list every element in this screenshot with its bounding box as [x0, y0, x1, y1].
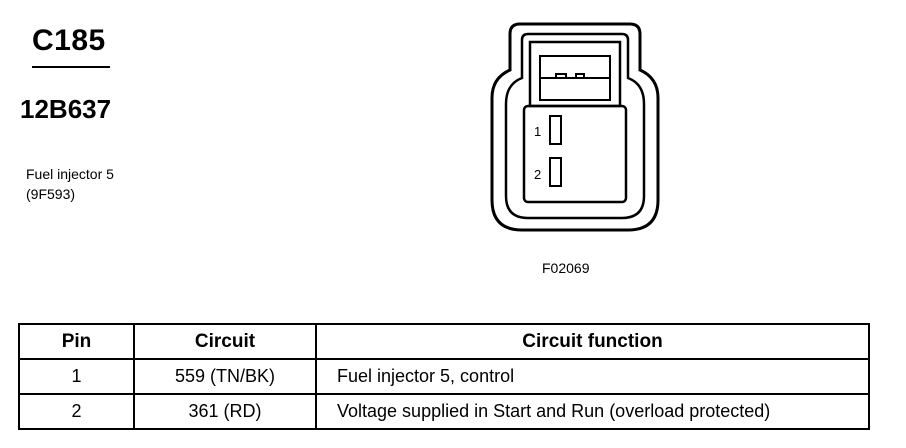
header-circuit: Circuit	[133, 323, 317, 360]
cell-function: Voltage supplied in Start and Run (overl…	[315, 393, 870, 430]
cell-pin: 1	[18, 358, 135, 395]
connector-id: C185	[32, 24, 106, 57]
connector-outer-shell	[490, 22, 660, 232]
table-header-row: Pin Circuit Circuit function	[18, 323, 870, 360]
table-row: 1 559 (TN/BK) Fuel injector 5, control	[18, 358, 870, 395]
connector-id-underline	[32, 66, 110, 68]
connector-face-diagram: 1 2	[490, 22, 660, 232]
component-name: Fuel injector 5	[26, 166, 114, 182]
latch-base	[539, 77, 611, 101]
header-circuit-function: Circuit function	[315, 323, 870, 360]
pin-cavity-2	[549, 157, 562, 187]
cell-circuit: 559 (TN/BK)	[133, 358, 317, 395]
latch-tab	[539, 55, 611, 79]
cell-pin: 2	[18, 393, 135, 430]
table-row: 2 361 (RD) Voltage supplied in Start and…	[18, 393, 870, 430]
pin-label-2: 2	[534, 167, 541, 182]
figure-id: F02069	[542, 260, 590, 276]
cell-circuit: 361 (RD)	[133, 393, 317, 430]
component-code: (9F593)	[26, 186, 76, 202]
pin-face	[522, 104, 628, 204]
part-number: 12B637	[20, 94, 112, 124]
cell-function: Fuel injector 5, control	[315, 358, 870, 395]
pin-table: Pin Circuit Circuit function 1 559 (TN/B…	[18, 323, 870, 430]
header-pin: Pin	[18, 323, 135, 360]
pin-label-1: 1	[534, 124, 541, 139]
pin-cavity-1	[549, 115, 562, 145]
connector-inner-shell	[504, 32, 646, 220]
